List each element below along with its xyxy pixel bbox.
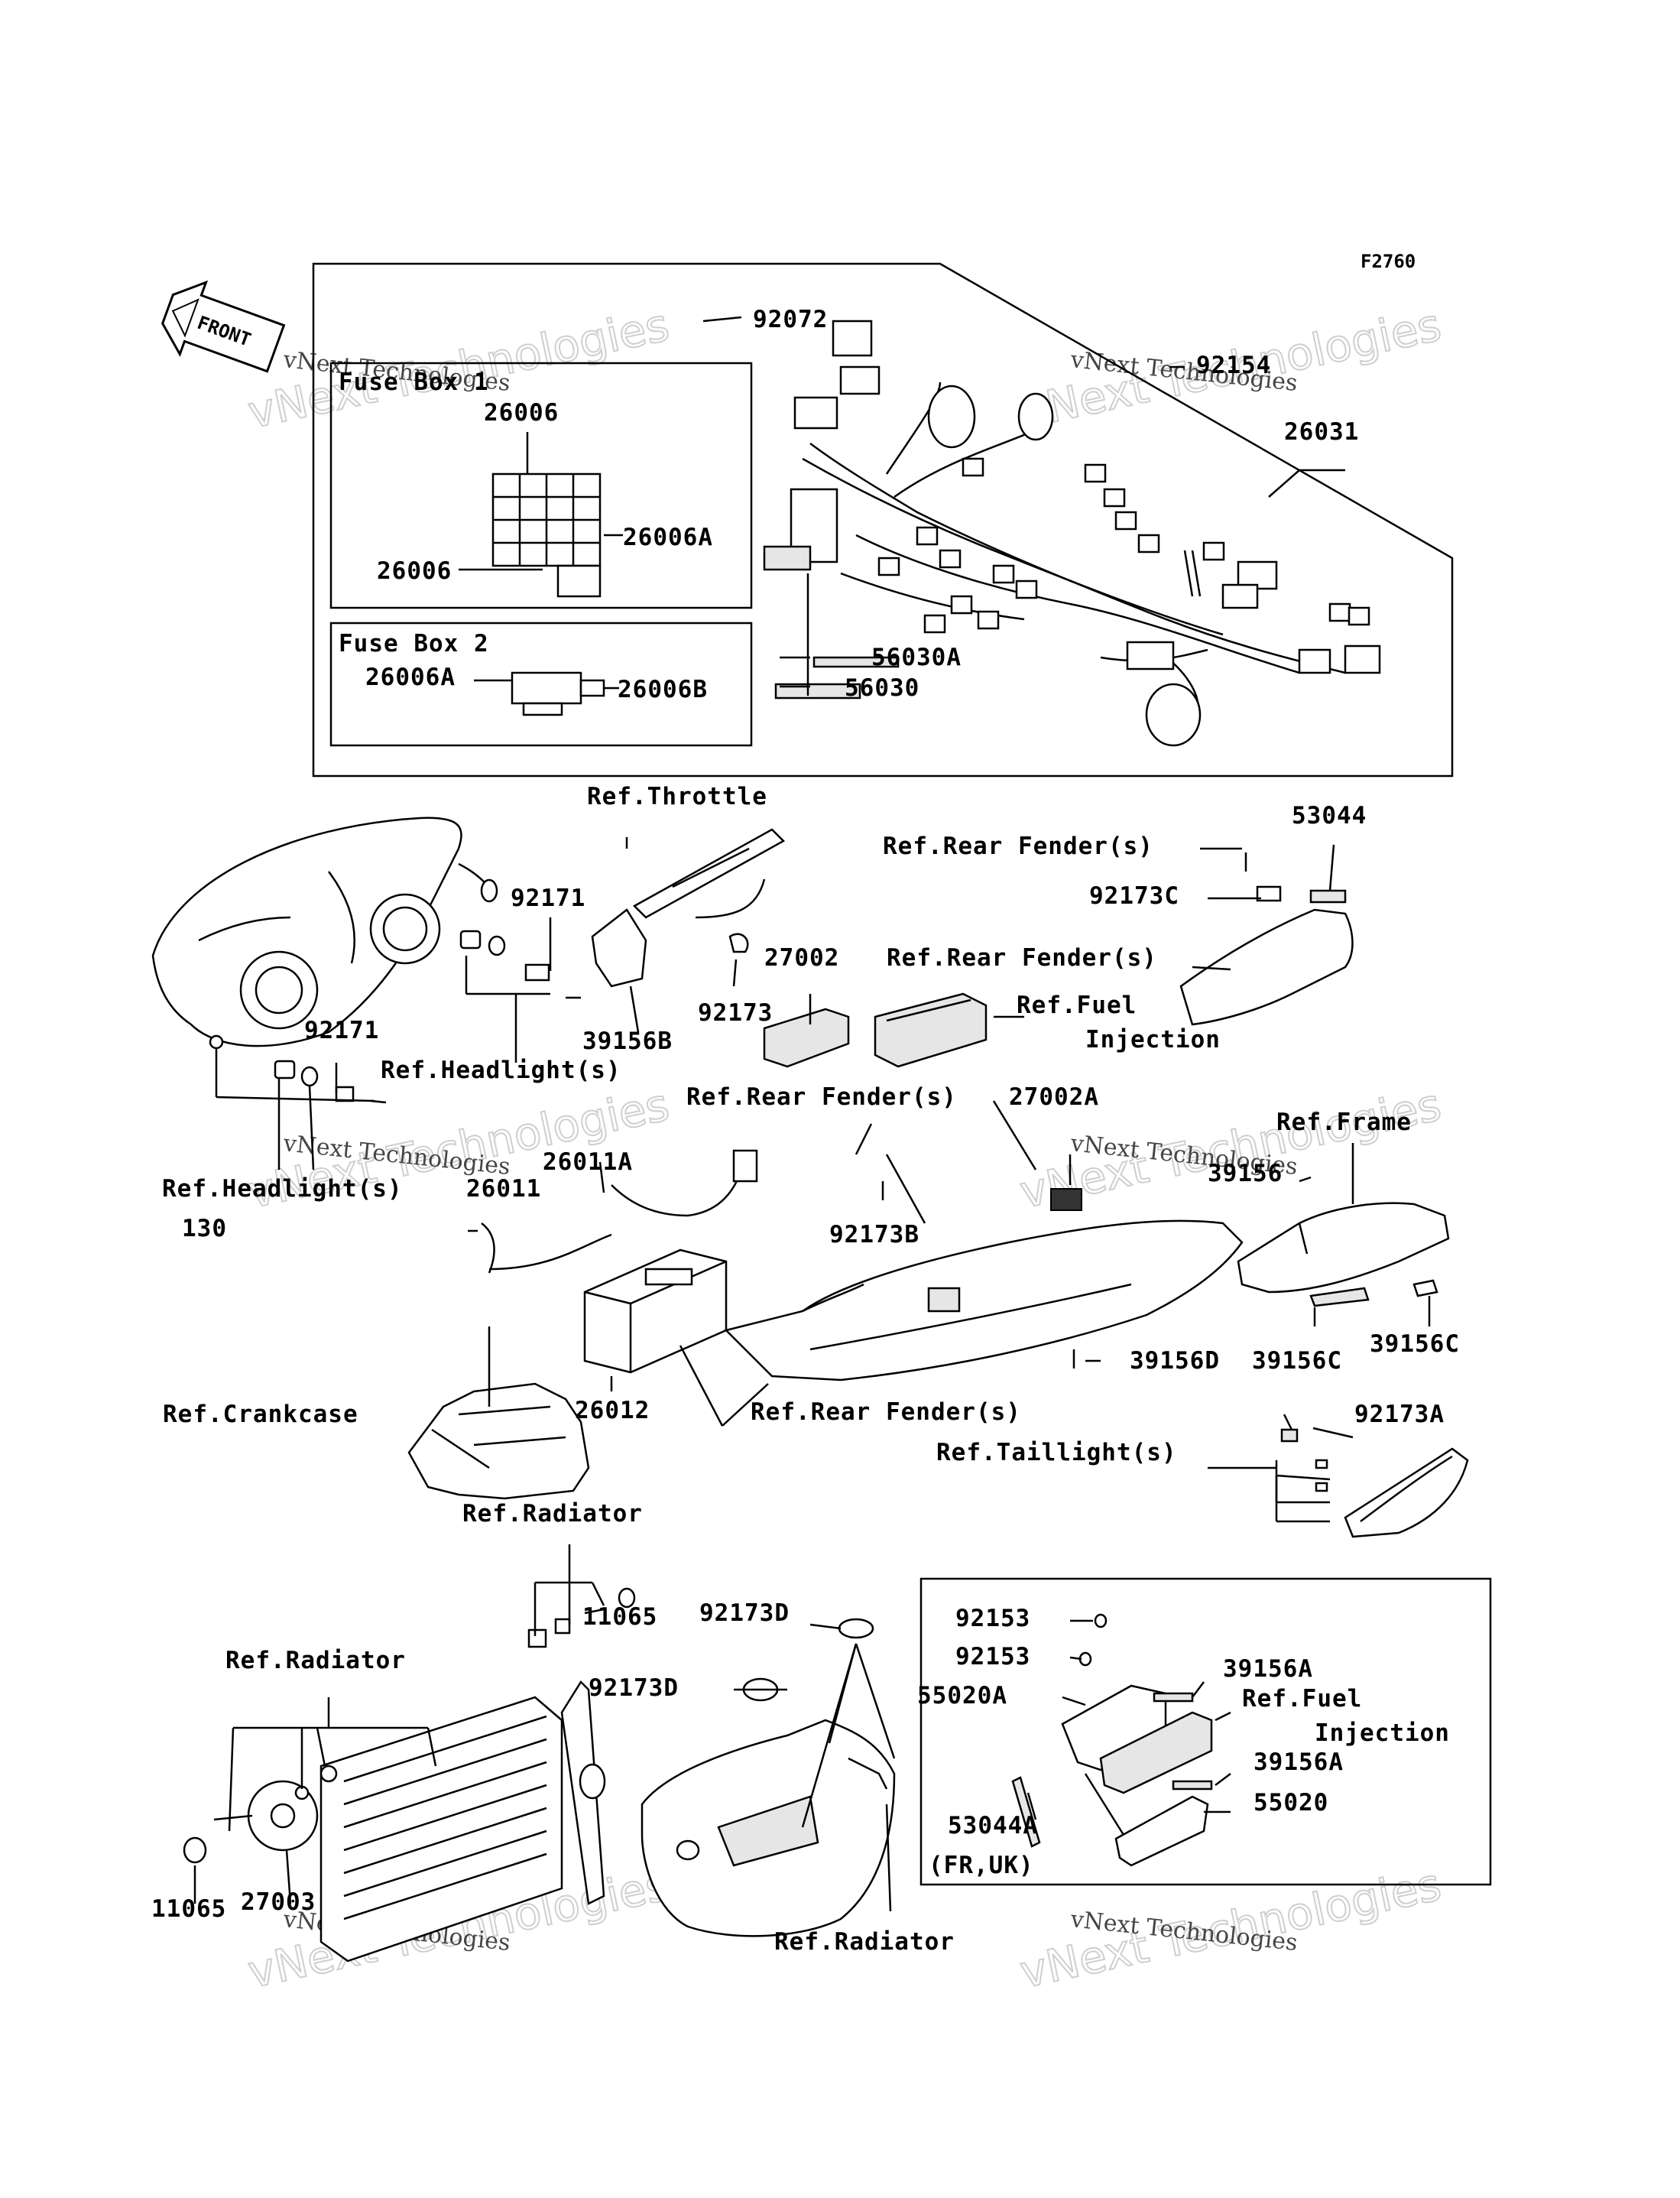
fuse-box-1-drawing — [459, 432, 623, 598]
label-26012: 26012 — [575, 1397, 650, 1424]
label-ref-frame: Ref.Frame — [1276, 1109, 1412, 1136]
label-ref-rear-fender-3: Ref.Rear Fender(s) — [686, 1083, 957, 1111]
label-ref-radiator-3: Ref.Radiator — [774, 1928, 955, 1956]
label-11065-a: 11065 — [582, 1603, 657, 1631]
label-ref-rear-fender-4: Ref.Rear Fender(s) — [751, 1398, 1021, 1426]
label-26006A-top: 26006A — [623, 524, 713, 551]
frame-drawing — [1237, 1202, 1450, 1307]
label-92173D-b: 92173D — [589, 1674, 679, 1702]
label-ref-crankcase: Ref.Crankcase — [163, 1401, 358, 1428]
label-ref-fuel-inj-2b: Injection — [1315, 1719, 1450, 1747]
label-ref-headlight-2: Ref.Headlight(s) — [162, 1175, 403, 1203]
label-92153-b: 92153 — [955, 1643, 1030, 1670]
variant-note: (FR,UK) — [929, 1852, 1034, 1879]
label-92173C: 92173C — [1089, 882, 1179, 910]
label-26006-mid: 26006 — [377, 557, 452, 585]
rear-fender-top-drawing — [1179, 852, 1354, 1026]
callout-labels: 92072 92154 26031 26006 26006A 26006 560… — [151, 306, 1460, 1956]
label-27002: 27002 — [764, 944, 839, 972]
radiator-drawing — [183, 1587, 636, 1963]
fuse-box-2-drawing — [474, 671, 619, 716]
crankcase-drawing — [407, 1382, 590, 1500]
label-26006-top: 26006 — [484, 399, 559, 427]
label-ref-radiator-1: Ref.Radiator — [462, 1500, 643, 1528]
label-39156A-b: 39156A — [1254, 1748, 1344, 1776]
label-92154: 92154 — [1196, 352, 1271, 379]
label-ref-rear-fender-1: Ref.Rear Fender(s) — [883, 833, 1153, 860]
throttle-drawing — [591, 828, 786, 988]
headlight-fasteners — [274, 930, 581, 1104]
label-11065-b: 11065 — [151, 1895, 226, 1923]
label-ref-taillight: Ref.Taillight(s) — [936, 1439, 1177, 1466]
label-55020A: 55020A — [917, 1682, 1007, 1709]
ecu-drawing — [763, 992, 1082, 1211]
label-ref-radiator-2: Ref.Radiator — [225, 1647, 406, 1674]
label-39156: 39156 — [1208, 1160, 1283, 1187]
label-92171-a: 92171 — [511, 885, 585, 912]
rear-fender-center-drawing — [724, 1219, 1244, 1381]
fuse-box-1-frame — [329, 362, 753, 609]
label-26011A: 26011A — [543, 1148, 633, 1176]
label-53044A: 53044A — [948, 1812, 1038, 1839]
fr-uk-drawing — [1011, 1613, 1213, 1867]
label-39156D: 39156D — [1130, 1347, 1220, 1375]
label-27003: 27003 — [241, 1888, 316, 1916]
leader-lines — [193, 316, 1431, 1912]
label-92173B: 92173B — [829, 1221, 919, 1248]
label-ref-fuel-inj-1b: Injection — [1085, 1026, 1221, 1054]
label-26006B: 26006B — [618, 676, 708, 703]
headlight-drawing — [151, 817, 498, 1050]
label-ref-fuel-inj-1a: Ref.Fuel — [1017, 992, 1137, 1019]
label-39156C-a: 39156C — [1252, 1347, 1342, 1375]
label-39156A-a: 39156A — [1223, 1655, 1313, 1683]
label-56030: 56030 — [845, 674, 919, 702]
label-92173A: 92173A — [1354, 1401, 1445, 1428]
label-39156B: 39156B — [582, 1028, 673, 1055]
label-ref-headlight-1: Ref.Headlight(s) — [381, 1057, 621, 1084]
label-92171-b: 92171 — [304, 1017, 379, 1044]
harness-assembly-box — [312, 262, 1454, 778]
label-53044: 53044 — [1292, 802, 1367, 830]
label-26011: 26011 — [466, 1175, 541, 1203]
fr-uk-variant-box — [919, 1577, 1492, 1886]
label-92153-a: 92153 — [955, 1605, 1030, 1632]
main-harness-drawing — [763, 320, 1381, 747]
fuse-box-2-frame — [329, 622, 753, 747]
label-39156C-b: 39156C — [1370, 1330, 1460, 1358]
taillight-drawing — [1275, 1414, 1469, 1538]
label-26031: 26031 — [1284, 418, 1359, 446]
figure-code: F2760 — [1361, 251, 1416, 272]
radiator-shroud-drawing — [641, 1618, 896, 1937]
label-26006A-fb2: 26006A — [365, 664, 456, 691]
label-92072: 92072 — [753, 306, 828, 333]
label-ref-rear-fender-2: Ref.Rear Fender(s) — [887, 944, 1157, 972]
label-ref-throttle: Ref.Throttle — [587, 783, 767, 810]
label-56030A: 56030A — [871, 644, 962, 671]
fuse-box-2-title: Fuse Box 2 — [339, 630, 489, 657]
label-92173D-a: 92173D — [699, 1599, 790, 1627]
label-27002A: 27002A — [1009, 1083, 1099, 1111]
label-92173: 92173 — [698, 999, 773, 1027]
label-ref-fuel-inj-2a: Ref.Fuel — [1242, 1685, 1362, 1713]
front-arrow-icon: FRONT — [161, 280, 286, 373]
fuse-box-1-title: Fuse Box 1 — [339, 368, 489, 396]
label-130: 130 — [182, 1215, 227, 1242]
label-55020: 55020 — [1254, 1789, 1328, 1817]
